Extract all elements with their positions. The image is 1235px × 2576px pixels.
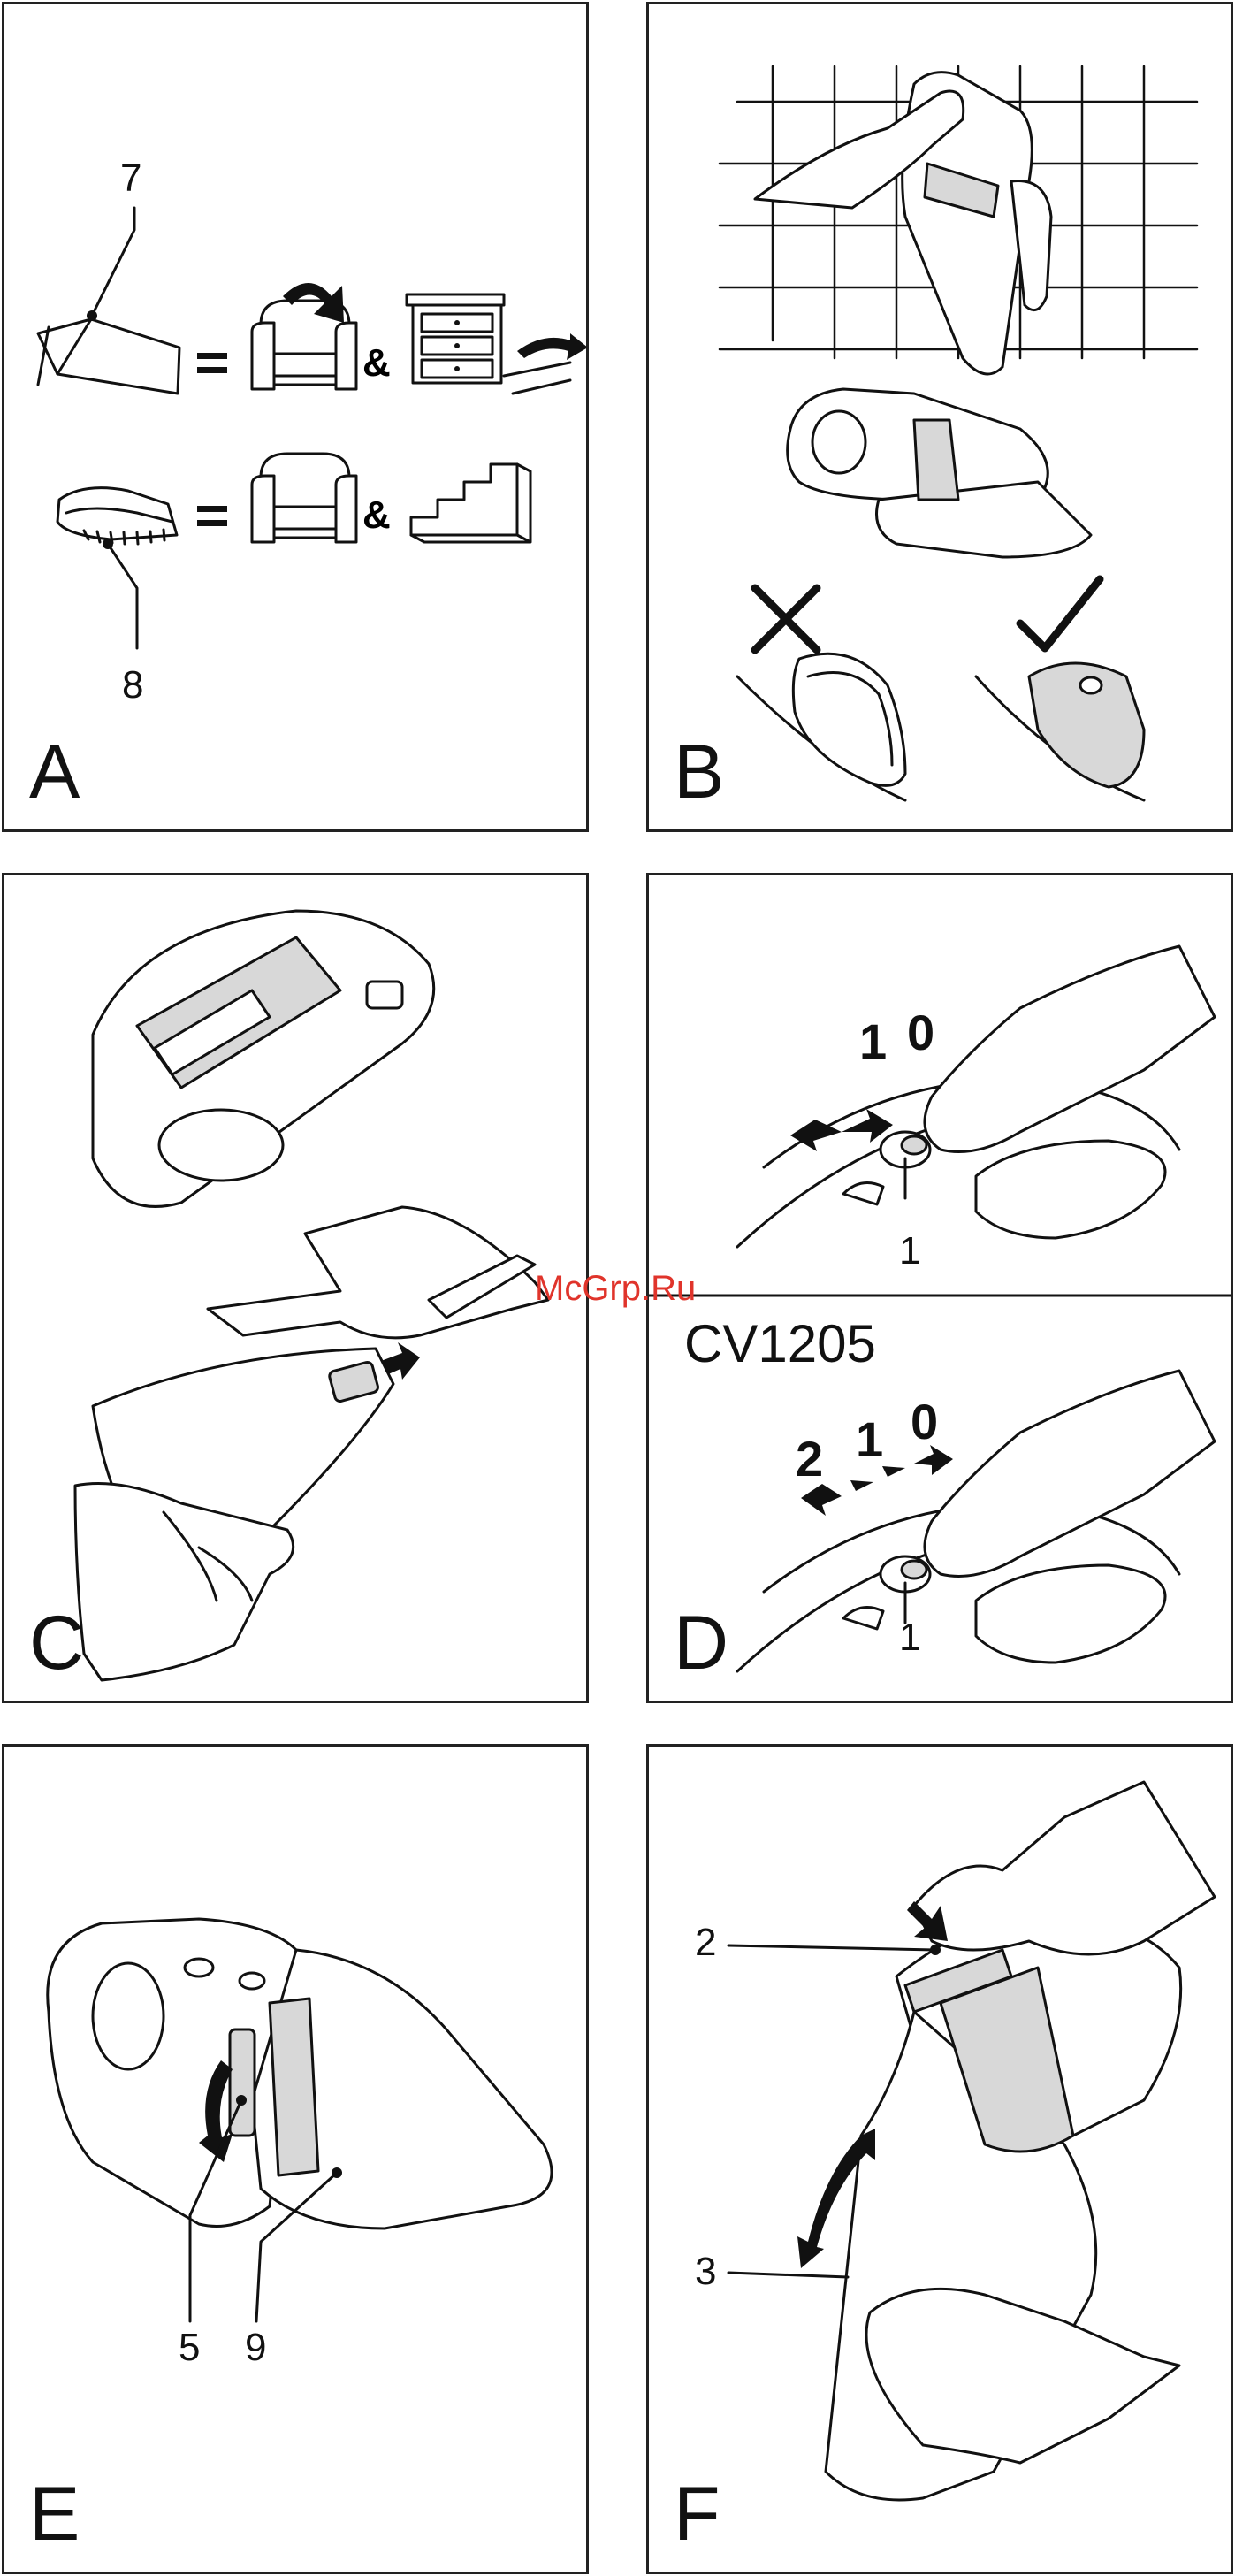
callout-1-bottom: 1 — [899, 1618, 920, 1657]
panel-a: & & — [2, 2, 589, 832]
cross-icon — [755, 588, 817, 650]
callout-2: 2 — [695, 1923, 716, 1962]
panel-d-drawing — [649, 875, 1233, 1703]
callout-1-top: 1 — [899, 1232, 920, 1271]
hand-top-icon — [914, 1782, 1215, 1954]
panel-c-drawing — [4, 875, 589, 1703]
vacuum-top-view-icon — [93, 911, 434, 1206]
panel-a-drawing: & & — [4, 4, 589, 832]
label-zero-top: 0 — [907, 1008, 934, 1058]
model-number: CV1205 — [684, 1318, 876, 1371]
panel-c: C — [2, 873, 589, 1703]
vacuum-side-view-icon — [48, 1919, 552, 2228]
label-zero-bottom: 0 — [911, 1397, 938, 1447]
label-one-top: 1 — [859, 1017, 887, 1066]
panel-b-drawing — [649, 4, 1233, 832]
armchair-icon-2 — [252, 454, 356, 542]
callout-5: 5 — [179, 2328, 200, 2367]
callout-7: 7 — [120, 159, 141, 198]
panel-b: B — [646, 2, 1233, 832]
finger-icon-2 — [925, 1371, 1215, 1577]
panel-d: 1 0 1 CV1205 2 1 0 1 D — [646, 873, 1233, 1703]
panel-letter: A — [29, 734, 80, 810]
panel-f: 2 3 F — [646, 1744, 1233, 2574]
panel-letter: C — [29, 1605, 84, 1681]
double-arrow-icon — [790, 1109, 893, 1151]
label-two: 2 — [796, 1434, 823, 1484]
panel-letter: B — [674, 734, 724, 810]
stairs-icon — [411, 464, 530, 542]
amp-2: & — [362, 493, 391, 537]
label-one-bottom: 1 — [856, 1415, 883, 1464]
amp-1: & — [362, 341, 391, 385]
check-icon — [1020, 579, 1100, 648]
finger-icon — [925, 946, 1215, 1152]
callout-3: 3 — [695, 2252, 716, 2291]
callout-9: 9 — [245, 2328, 266, 2367]
filter-correct-icon — [976, 663, 1144, 800]
panel-letter: D — [674, 1605, 728, 1681]
vacuum-icon — [788, 389, 1091, 557]
panel-e: 5 9 E — [2, 1744, 589, 2574]
panel-letter: F — [674, 2476, 720, 2552]
crevice-tool-icon — [38, 319, 179, 394]
panel-e-drawing — [4, 1747, 589, 2574]
panel-f-drawing — [649, 1747, 1233, 2574]
brush-tool-icon — [57, 488, 177, 544]
panel-letter: E — [29, 2476, 80, 2552]
filter-wrong-icon — [737, 654, 905, 800]
callout-8: 8 — [122, 666, 143, 705]
watermark: McGrp.Ru — [535, 1271, 696, 1306]
